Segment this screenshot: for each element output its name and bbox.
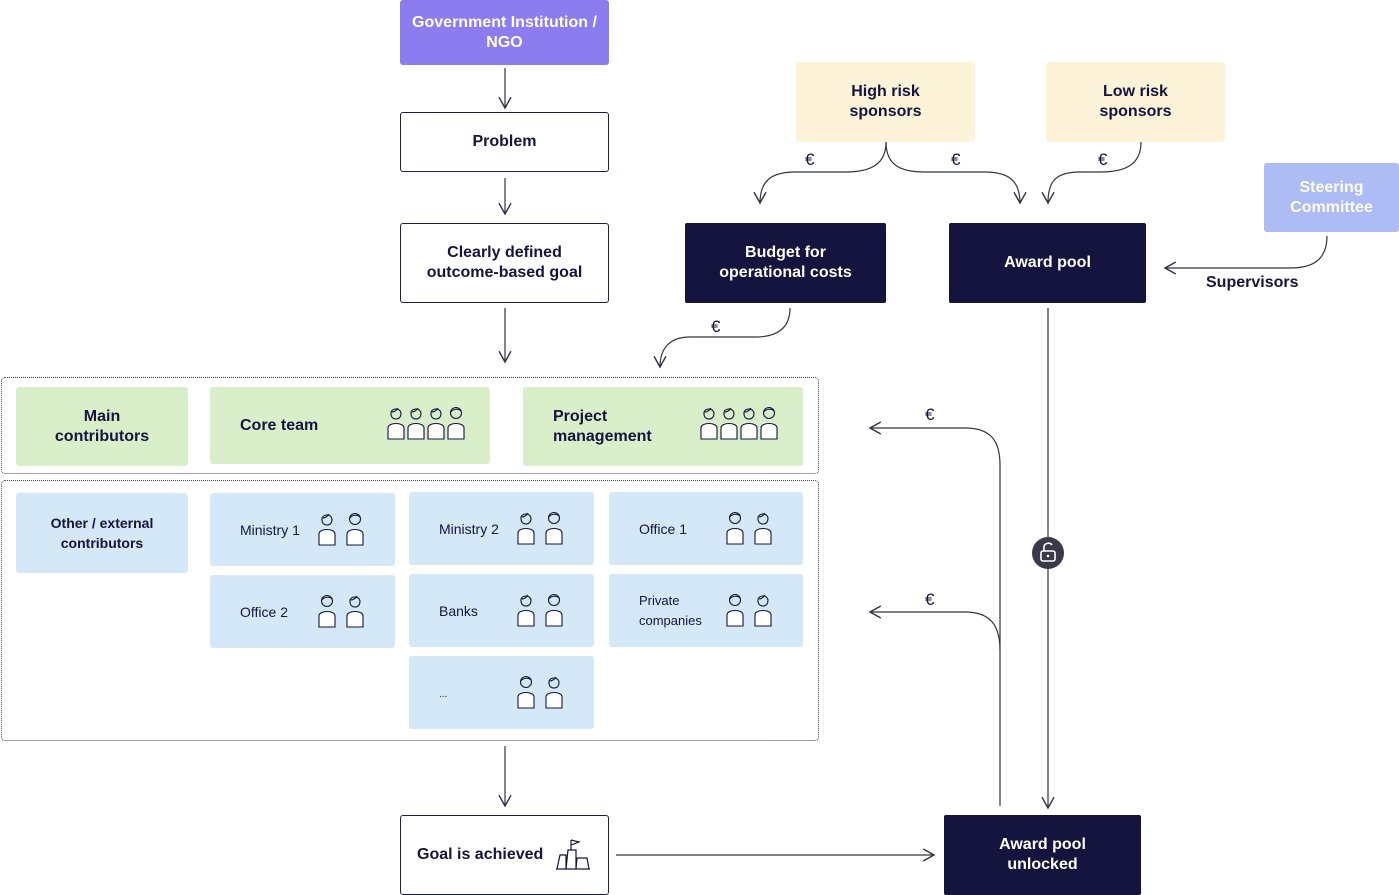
- person-icon: [753, 593, 773, 632]
- external-contributors-group: [1, 480, 819, 741]
- euro-label: €: [925, 405, 935, 424]
- goal-achieved-label: Goal is achieved: [417, 846, 544, 863]
- node-award-pool-unlocked: Award pool unlocked: [944, 815, 1141, 895]
- private-companies-label: Private companies: [639, 593, 702, 628]
- node-problem: Problem: [400, 112, 609, 172]
- person-icon: [739, 406, 759, 445]
- person-icon: [426, 406, 446, 445]
- euro-label: €: [925, 590, 935, 609]
- node-goal-label: Clearly defined outcome-based goal: [426, 244, 583, 281]
- ministry1-card: [210, 493, 395, 566]
- person-icon: [516, 593, 536, 632]
- award-unlocked-label: Award pool unlocked: [999, 836, 1086, 873]
- ministry2-label: Ministry 2: [439, 521, 499, 537]
- ministry2-card: [409, 492, 594, 565]
- high-risk-label: High risk sponsors: [849, 83, 922, 120]
- person-icon: [725, 511, 745, 550]
- person-icon: [446, 406, 466, 445]
- supervisors-label: Supervisors: [1206, 274, 1299, 291]
- people-icon: [725, 593, 773, 632]
- office2-label: Office 2: [240, 604, 288, 620]
- more-label: ...: [439, 689, 448, 700]
- arrow-highrisk-budget: [753, 141, 887, 205]
- arrow-lowrisk-award: [1041, 141, 1142, 205]
- core-team-card: Core team: [210, 387, 490, 464]
- people-icon: [699, 406, 779, 445]
- person-icon: [753, 511, 773, 550]
- person-icon: [544, 511, 564, 550]
- people-icon: [725, 511, 773, 550]
- person-icon: [317, 512, 337, 551]
- people-icon: [516, 675, 564, 714]
- person-icon: [759, 406, 779, 445]
- people-icon: [516, 511, 564, 550]
- node-problem-label: Problem: [472, 133, 537, 150]
- people-icon: [317, 594, 365, 633]
- people-icon: [317, 512, 365, 551]
- low-risk-label: Low risk sponsors: [1099, 83, 1172, 120]
- euro-label: €: [951, 150, 961, 169]
- arrow-unlocked-external: [868, 605, 1001, 651]
- node-high-risk-sponsors: High risk sponsors: [796, 62, 975, 142]
- main-contributors-card: Main contributors: [16, 387, 188, 466]
- project-management-label: Project management: [553, 407, 652, 445]
- person-icon: [516, 511, 536, 550]
- external-contributors-label: Other / external contributors: [50, 515, 154, 551]
- office1-card: [609, 492, 803, 565]
- office1-label: Office 1: [639, 521, 687, 537]
- person-icon: [317, 594, 337, 633]
- main-contributors-group: [1, 377, 819, 474]
- arrow-steering-award: [1163, 235, 1328, 275]
- node-government-label: Government Institution / NGO: [412, 13, 597, 51]
- banks-label: Banks: [439, 603, 478, 619]
- core-team-label: Core team: [240, 416, 319, 434]
- arrow-budget-group: [653, 307, 791, 369]
- node-award-pool: Award pool: [949, 223, 1146, 303]
- main-contributors-label: Main contributors: [54, 407, 150, 445]
- arrow-unlocked-main: [868, 421, 1001, 806]
- person-icon: [699, 406, 719, 445]
- person-icon: [516, 675, 536, 714]
- arrow-highrisk-award: [885, 141, 1027, 205]
- more-card: [409, 656, 594, 729]
- euro-label: €: [1098, 150, 1108, 169]
- unlock-icon: [1032, 537, 1064, 569]
- office2-card: [210, 575, 395, 648]
- euro-label: €: [805, 150, 815, 169]
- summit-flag-icon: [556, 839, 590, 870]
- node-steering-committee: Steering Committee: [1264, 163, 1399, 232]
- steering-label: Steering Committee: [1290, 178, 1373, 216]
- node-goal: Clearly defined outcome-based goal: [400, 223, 609, 303]
- person-icon: [406, 406, 426, 445]
- award-pool-label: Award pool: [1004, 254, 1091, 271]
- person-icon: [544, 593, 564, 632]
- budget-label: Budget for operational costs: [719, 244, 852, 281]
- person-icon: [386, 406, 406, 445]
- private-companies-card: [609, 574, 803, 647]
- person-icon: [345, 512, 365, 551]
- person-icon: [345, 594, 365, 633]
- person-icon: [544, 675, 564, 714]
- node-low-risk-sponsors: Low risk sponsors: [1046, 62, 1225, 142]
- external-contributors-card: Other / external contributors: [16, 493, 188, 573]
- person-icon: [719, 406, 739, 445]
- node-goal-achieved: Goal is achieved: [400, 815, 609, 895]
- people-icon: [386, 406, 466, 445]
- person-icon: [725, 593, 745, 632]
- euro-label: €: [711, 317, 721, 336]
- node-government: Government Institution / NGO: [400, 0, 609, 65]
- banks-card: [409, 574, 594, 647]
- ministry1-label: Ministry 1: [240, 522, 300, 538]
- node-budget: Budget for operational costs: [685, 223, 886, 303]
- people-icon: [516, 593, 564, 632]
